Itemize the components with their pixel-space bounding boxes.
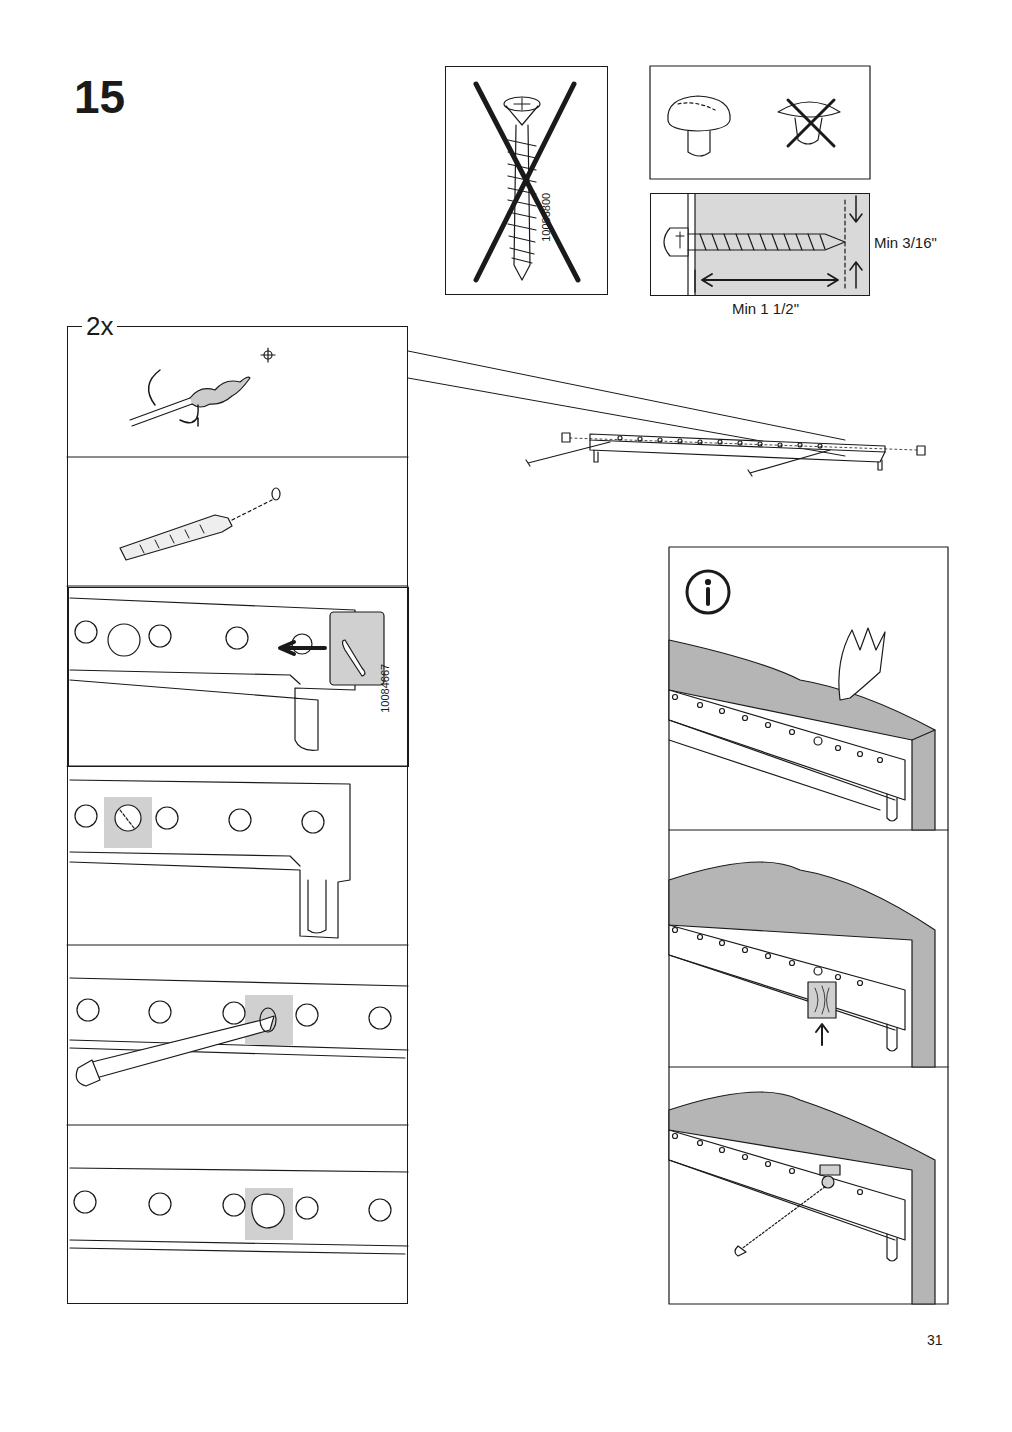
quantity-label: 2x <box>82 312 117 342</box>
wrong-screw-head <box>778 100 840 146</box>
rail-overview <box>526 433 925 476</box>
part-box: 10083800 <box>445 66 608 295</box>
drill <box>130 348 275 426</box>
info-icon <box>687 571 729 613</box>
step-panel: 2x10084667 <box>67 326 408 1304</box>
dimension-label: Min 1 1/2" <box>732 300 799 317</box>
dimension-box: Min 3/16"Min 1 1/2" <box>650 193 870 296</box>
part-number: 10084667 <box>379 664 392 713</box>
wall-rail <box>669 862 935 1067</box>
wall-section <box>664 194 870 295</box>
step-number: 15 <box>74 74 125 120</box>
wrong-screw <box>476 84 578 280</box>
wall-rail <box>669 628 935 830</box>
part-number: 10083800 <box>540 193 553 242</box>
correct-screw-head <box>668 96 730 156</box>
wall-rail <box>669 1092 935 1304</box>
wall-plug <box>120 488 280 560</box>
page-number: 31 <box>927 1333 943 1347</box>
dimension-label: Min 3/16" <box>874 234 937 251</box>
rail-closeup <box>70 1168 408 1254</box>
step-row: 10084667 <box>68 587 409 767</box>
rail-closeup <box>70 598 384 750</box>
rail-closeup <box>70 780 350 938</box>
rail-closeup <box>70 978 408 1086</box>
